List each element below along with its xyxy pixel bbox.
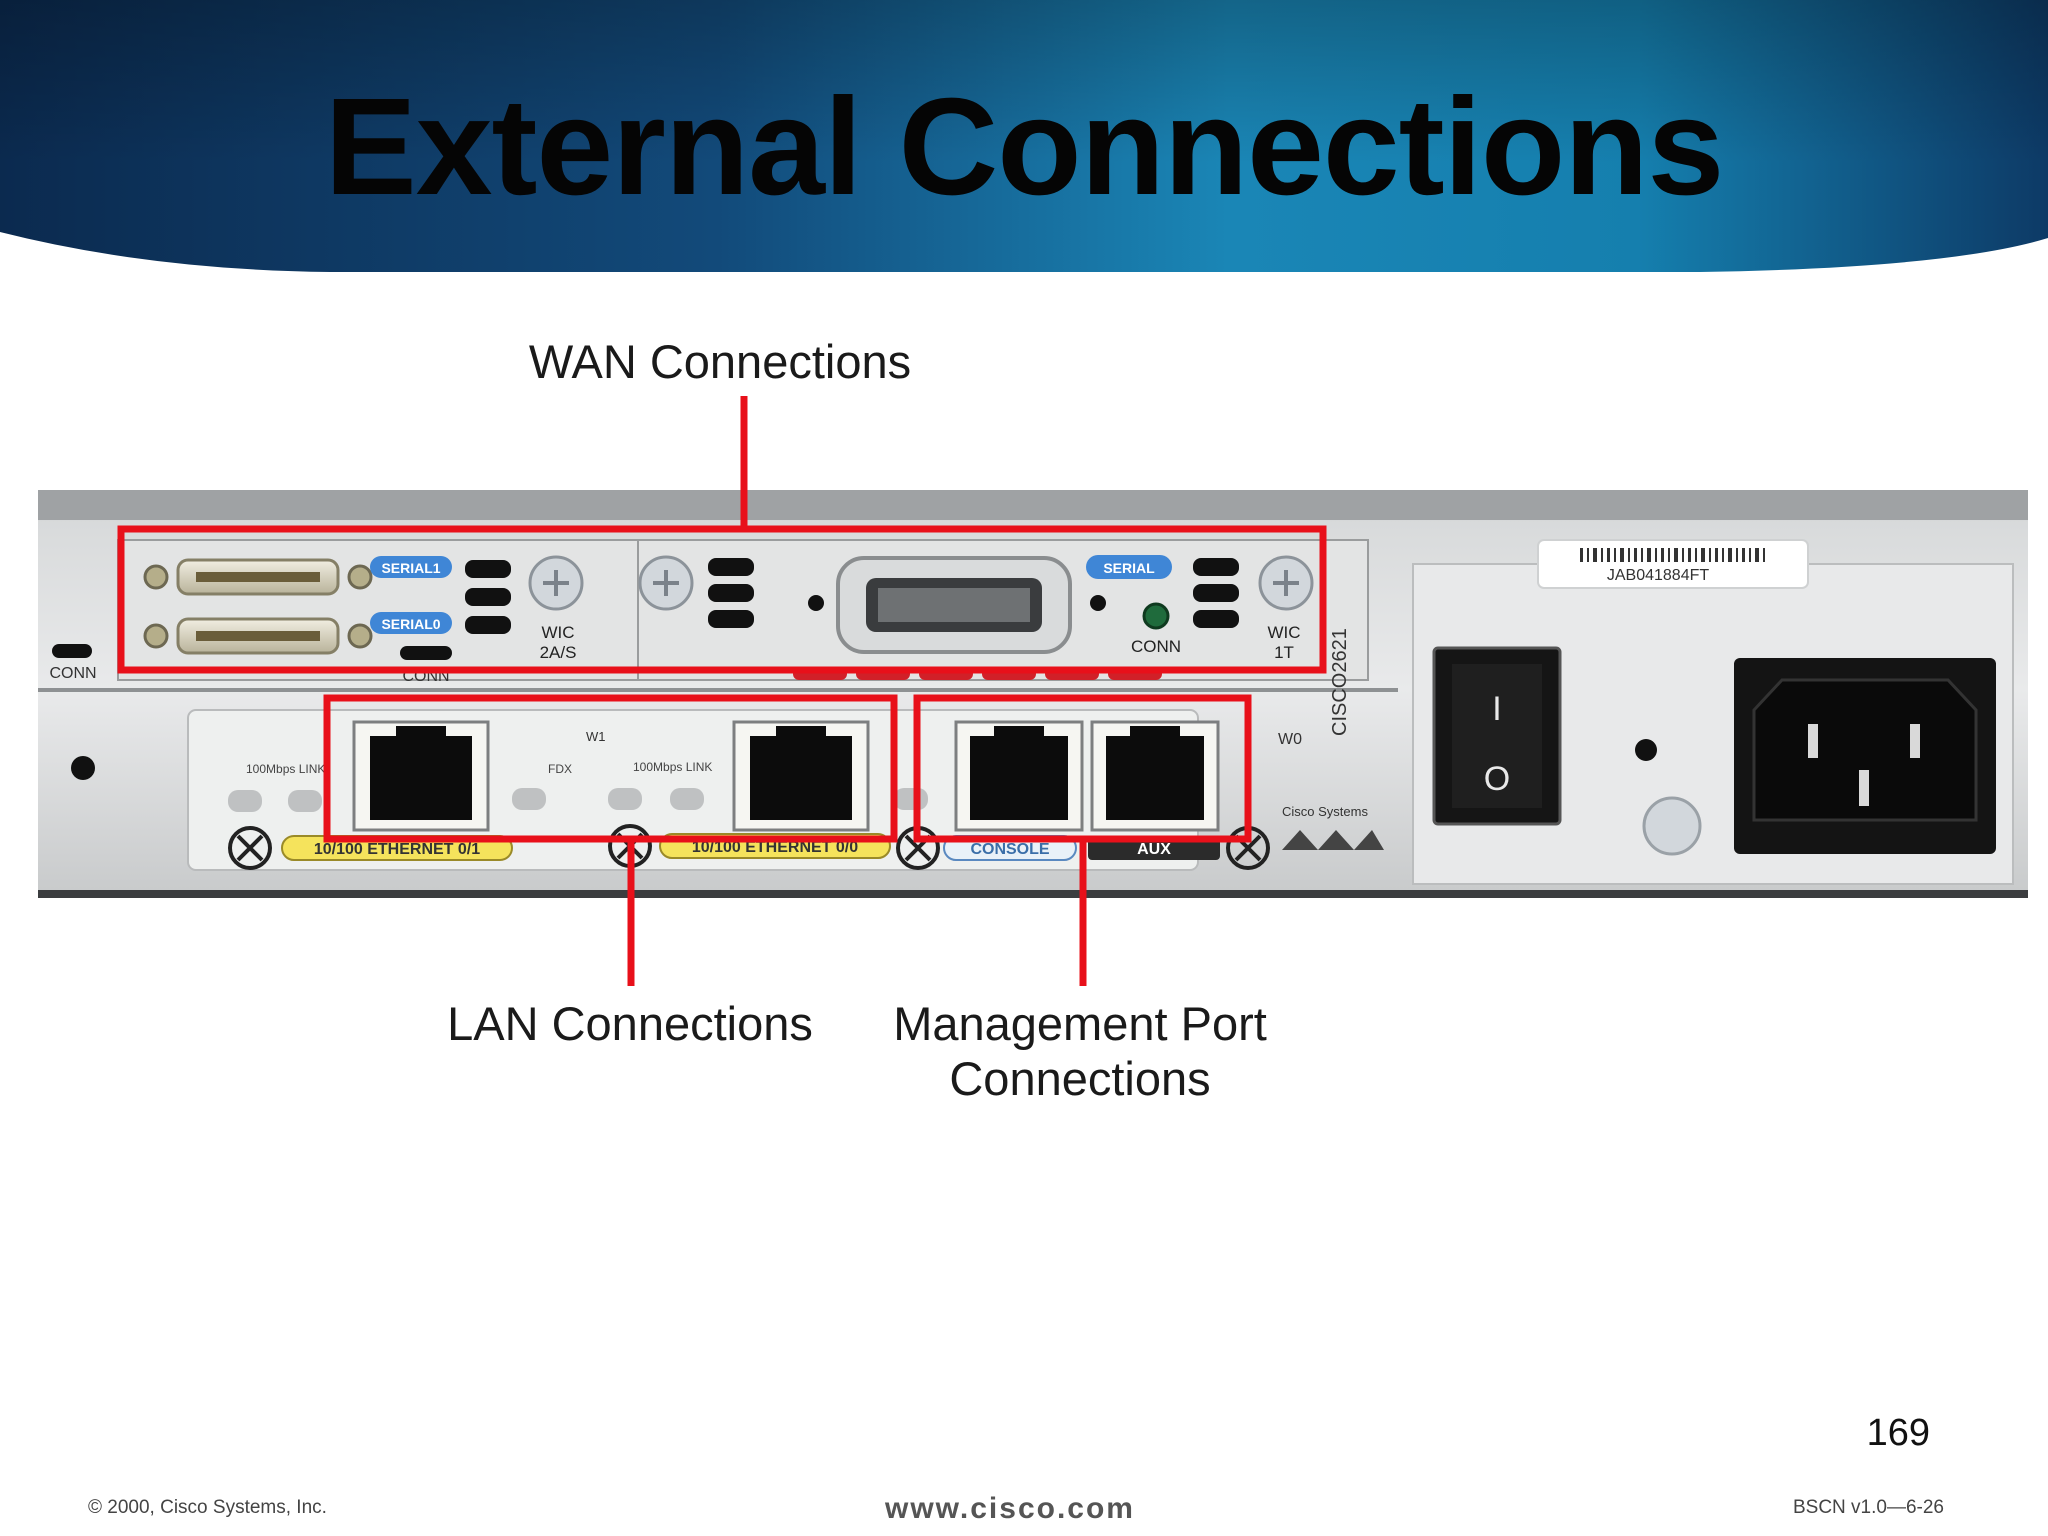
- serial-number-text: JAB041884FT: [1607, 567, 1710, 584]
- footer-course-code: BSCN v1.0—6-26: [1792, 1497, 1944, 1518]
- conn-led-left-icon: [52, 644, 92, 658]
- footer-url: www.cisco.com: [885, 1492, 1135, 1525]
- header-banner: [0, 0, 2048, 290]
- management-highlight-box: [913, 694, 1252, 843]
- router-back-panel: SERIAL1 SERIAL0: [38, 490, 2028, 898]
- power-pin-icon: [1859, 770, 1869, 806]
- serial0-text: SERIAL0: [381, 616, 440, 632]
- aux-port: [1090, 720, 1220, 832]
- mounting-hole-icon: [71, 756, 95, 780]
- power-pin-icon: [1808, 724, 1818, 758]
- footer-copyright: © 2000, Cisco Systems, Inc.: [88, 1497, 327, 1518]
- wic-1t-led-slots-right: [1193, 558, 1239, 628]
- serial0-connector: [143, 617, 373, 655]
- serial1-connector: [143, 558, 373, 596]
- ethernet-0-0-text: 10/100 ETHERNET 0/0: [692, 839, 858, 856]
- slide-title: External Connections: [324, 70, 1725, 224]
- wic-1t-text-line1: WIC: [1267, 623, 1300, 642]
- serial1-badge: [370, 556, 452, 578]
- wic-1t-text-line2: 1T: [1274, 643, 1294, 662]
- vendor-text: Cisco Systems: [1282, 804, 1368, 819]
- console-port: [954, 720, 1084, 832]
- wic-2as-led-slots: [465, 560, 511, 634]
- conn-led-icon: [1142, 602, 1170, 630]
- wic-2as-text-line2: 2A/S: [540, 643, 577, 662]
- cisco-logo-icon: [1282, 830, 1384, 850]
- w0-text: W0: [1278, 731, 1302, 748]
- power-rocker: [1452, 664, 1542, 808]
- power-inlet-socket-icon: [1752, 678, 1978, 822]
- thumbscrew-icon: [638, 555, 694, 611]
- thumbscrew-icon: [528, 555, 584, 611]
- conn-text-left: CONN: [49, 665, 96, 682]
- barcode-icon: [1580, 548, 1765, 562]
- serial-connector-wic-1t: [808, 556, 1106, 654]
- power-off-text: O: [1484, 760, 1510, 798]
- management-port-connections-label: Management Port Connections: [860, 996, 1300, 1106]
- management-label-line2: Connections: [949, 1052, 1211, 1105]
- serial1-text: SERIAL1: [381, 560, 440, 576]
- lan-highlight-box: [323, 694, 898, 843]
- serial0-badge: [370, 612, 452, 634]
- management-label-line1: Management Port: [893, 997, 1267, 1050]
- thumbscrew-icon: [1258, 555, 1314, 611]
- link-100mbps-text-eth01: 100Mbps LINK: [246, 762, 325, 776]
- mounting-hole-icon: [1635, 739, 1657, 761]
- w1-text: W1: [586, 729, 606, 744]
- link-100mbps-text-eth00: 100Mbps LINK: [633, 760, 712, 774]
- wan-connections-label: WAN Connections: [528, 335, 912, 388]
- serial-badge: [1086, 555, 1172, 579]
- aux-text: AUX: [1137, 841, 1171, 858]
- ethernet-0-1-text: 10/100 ETHERNET 0/1: [314, 841, 480, 858]
- model-text: CISCO2621: [1329, 628, 1351, 736]
- thumbscrew-icon: [1642, 796, 1702, 856]
- wan-highlight-box: [117, 525, 1327, 674]
- fdx-text-eth01: FDX: [548, 762, 572, 776]
- page-number: 169: [1866, 1412, 1930, 1454]
- ethernet-0-1-port: [352, 720, 490, 832]
- wic-2as-text-line1: WIC: [541, 623, 574, 642]
- serial-text: SERIAL: [1103, 560, 1155, 576]
- power-on-text: I: [1492, 690, 1501, 728]
- chassis-bottom-edge: [38, 890, 2028, 898]
- console-text: CONSOLE: [970, 841, 1049, 858]
- serial-number-sticker: [1537, 539, 1809, 589]
- ground-symbol-icon: [228, 826, 272, 870]
- conn-text-wic-1t: CONN: [1131, 637, 1181, 656]
- wic-1t-led-slots-left: [708, 558, 754, 628]
- power-pin-icon: [1910, 724, 1920, 758]
- chassis-top-edge: [38, 490, 2028, 520]
- lan-connections-label: LAN Connections: [447, 997, 813, 1050]
- conn-led-middle-icon: [400, 646, 452, 660]
- ethernet-status-leds: [228, 788, 928, 812]
- ethernet-0-0-port: [732, 720, 870, 832]
